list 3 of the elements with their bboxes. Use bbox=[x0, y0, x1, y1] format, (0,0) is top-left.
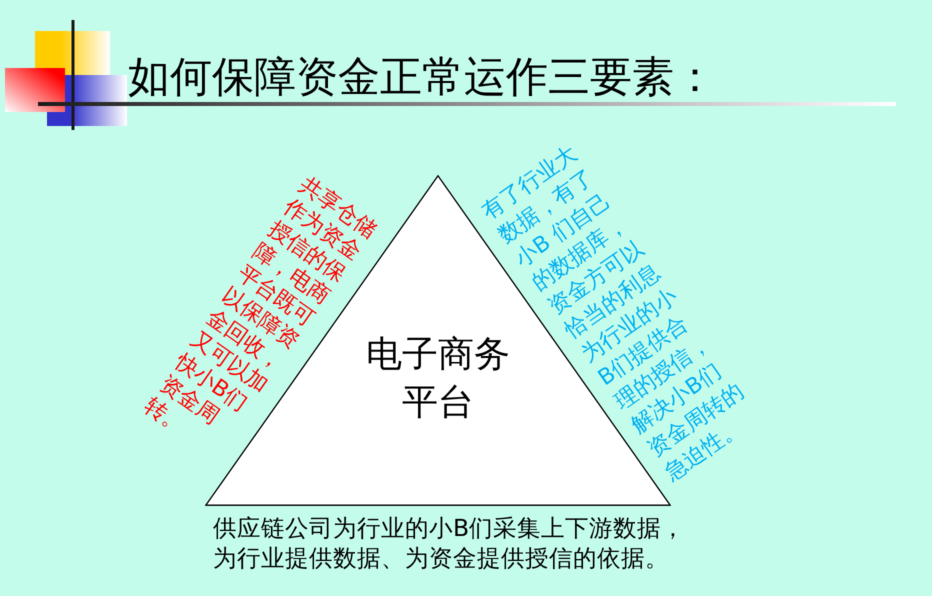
platform-label: 电子商务平台 bbox=[365, 333, 511, 425]
base-note: 供应链公司为行业的小B们采集上下游数据，为行业提供数据、为资金提供授信的依据。 bbox=[213, 513, 686, 573]
slide-title: 如何保障资金正常运作三要素： bbox=[128, 52, 716, 102]
